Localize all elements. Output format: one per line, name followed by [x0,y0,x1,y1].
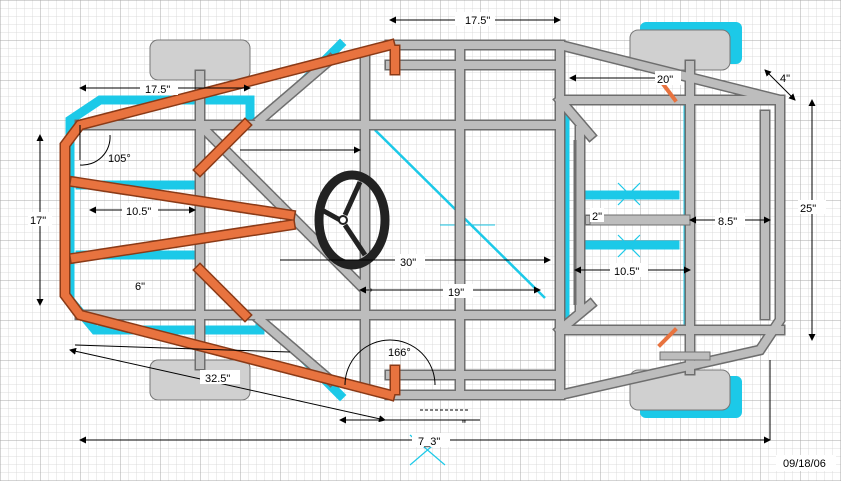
dim-top-width: 17.5" [465,15,490,27]
dim-bottom-inner: " [462,419,466,431]
dim-lower-mid: 19" [448,287,464,299]
dim-left-upper: 17.5" [145,84,170,96]
dim-overall-length: 7_3" [418,436,440,448]
dim-rear-inner: 2" [592,211,602,223]
dim-rear-length: 10.5" [614,266,639,278]
drawing-date: 09/18/06 [783,458,826,470]
dim-front-inner: 10.5" [126,206,151,218]
dim-mid-length: 30" [400,257,416,269]
dim-rear-offset: 20" [657,74,673,86]
dim-rear-crossmember: 8.5" [718,216,737,228]
dim-small-offset: 6" [135,281,145,293]
dim-corner: 4" [780,73,790,85]
dim-diagonal: 32.5" [205,373,230,385]
frame-tubes [74,39,786,401]
dimension-labels: 17.5" 17.5" 20" 4" 105° 17" 10.5" 2" 8.5… [28,12,826,448]
dim-front-width: 17" [30,215,46,227]
dim-angle-front: 105° [108,153,131,165]
dim-angle-rear: 166° [388,347,411,359]
steering-wheel [314,170,390,270]
dim-rear-width: 25" [800,203,816,215]
orange-tubes [59,38,678,402]
